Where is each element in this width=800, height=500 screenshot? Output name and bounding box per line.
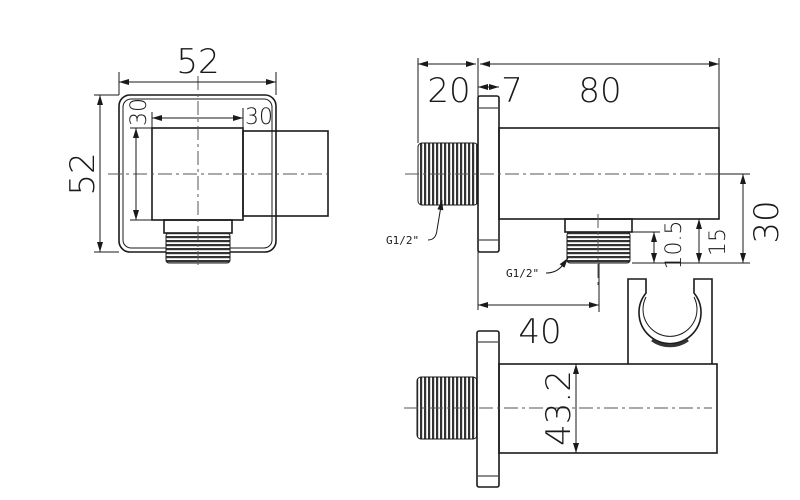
dim-width: 52 [176, 42, 219, 82]
dim-outlet-offset: 30 [747, 200, 787, 243]
dim-body-height: 30 [127, 98, 152, 126]
outlet-thread-label: G1/2" [506, 267, 539, 280]
dim-body-height: 43.2 [539, 370, 579, 446]
dim-thread-length: 20 [427, 71, 470, 111]
dim-outlet-position: 40 [518, 312, 561, 352]
dim-body-half: 15 [706, 228, 731, 256]
dim-height: 52 [63, 152, 103, 195]
dim-outlet-thread: 10.5 [662, 221, 687, 270]
dim-flange-thickness: 7 [501, 71, 523, 111]
flange [476, 330, 500, 488]
dim-body-length: 80 [578, 71, 621, 111]
front-view: 52 52 30 30 [63, 42, 330, 266]
handset-holder [627, 278, 713, 364]
side-view: 20 7 80 30 15 10.5 G1/2" G1/2" 40 [386, 58, 787, 352]
bottom-view: 43.2 [404, 278, 718, 488]
inlet-thread-label: G1/2" [386, 234, 419, 247]
dim-body-width: 30 [245, 105, 273, 130]
